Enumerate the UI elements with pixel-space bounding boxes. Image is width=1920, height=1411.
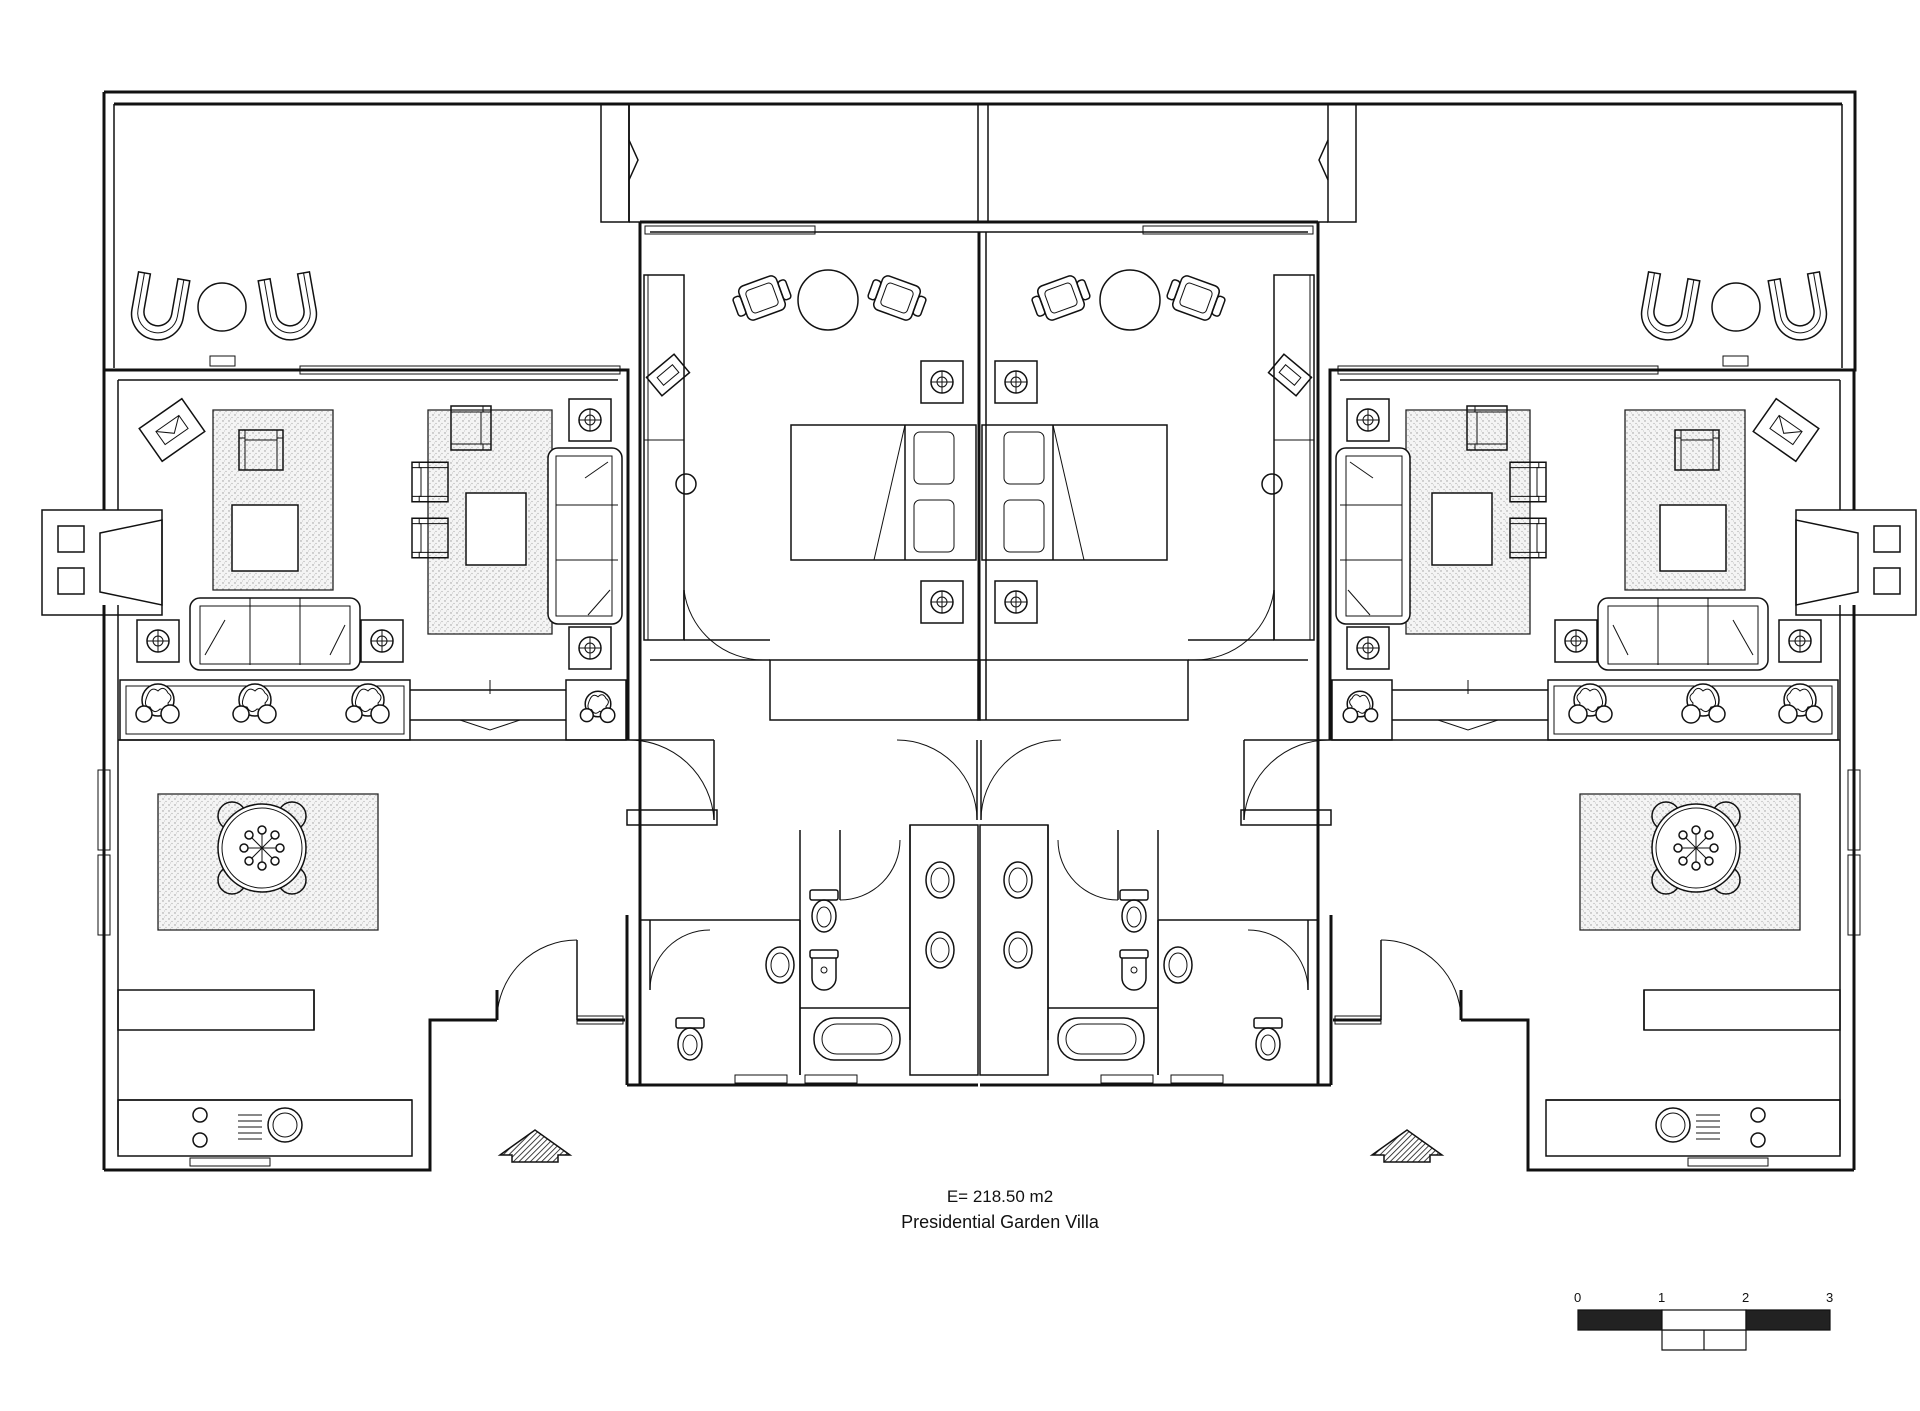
left-bedroom-block — [627, 226, 980, 1085]
scale-tick-2: 2 — [1742, 1290, 1750, 1305]
scale-tick-1: 1 — [1658, 1290, 1666, 1305]
scale-bar-icon — [1578, 1310, 1830, 1350]
area-label: E= 218.50 m2 — [946, 1187, 1054, 1206]
entry-arrow-icon — [1372, 1130, 1442, 1162]
right-bedroom-block — [978, 226, 1331, 1085]
entry-arrow-icon — [500, 1130, 570, 1162]
plan-title: Presidential Garden Villa — [901, 1212, 1099, 1232]
right-wing — [1244, 271, 1916, 1170]
stove-icon — [238, 1115, 262, 1139]
left-wing — [42, 271, 714, 1170]
scale-tick-3: 3 — [1826, 1290, 1834, 1305]
scale-tick-0: 0 — [1574, 1290, 1582, 1305]
